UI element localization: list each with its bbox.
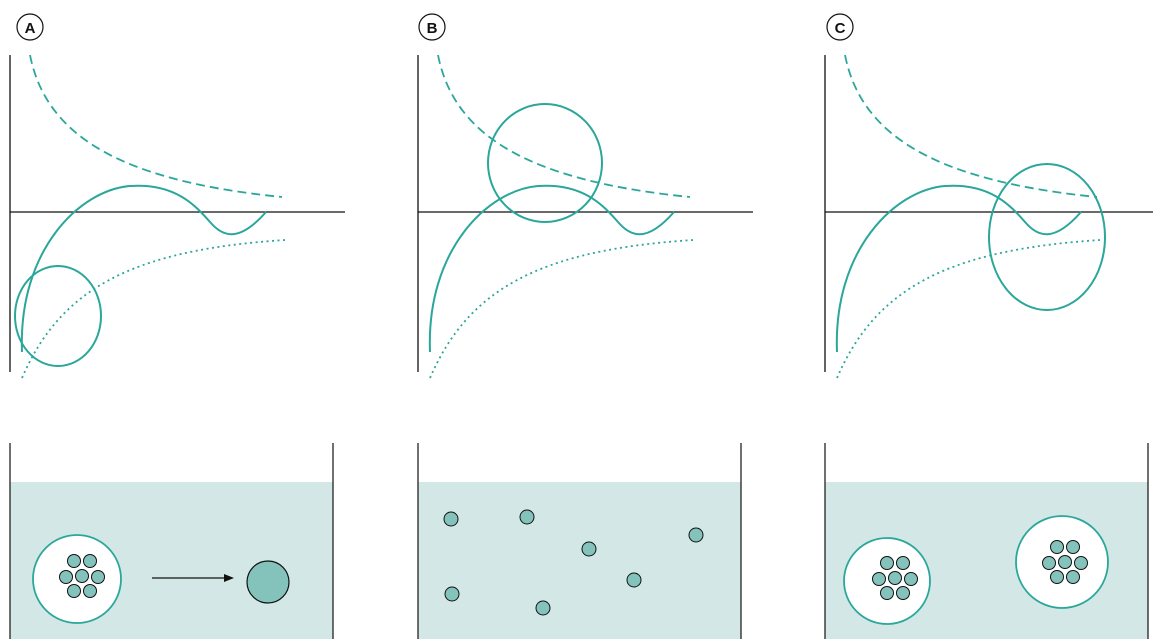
energy-graph-b (418, 55, 753, 378)
panel-label-b: B (427, 20, 438, 37)
panel-label-a: A (25, 20, 36, 37)
energy-barrier-highlight (488, 104, 602, 222)
panel-b: B (418, 14, 753, 639)
panel-c: C (825, 14, 1153, 639)
secondary-minimum-highlight (989, 164, 1105, 310)
panel-a: A (10, 14, 345, 639)
fused-particle (247, 561, 289, 603)
energy-graph-a (10, 55, 345, 378)
primary-minimum-highlight (15, 266, 101, 366)
panel-label-c: C (835, 20, 846, 37)
